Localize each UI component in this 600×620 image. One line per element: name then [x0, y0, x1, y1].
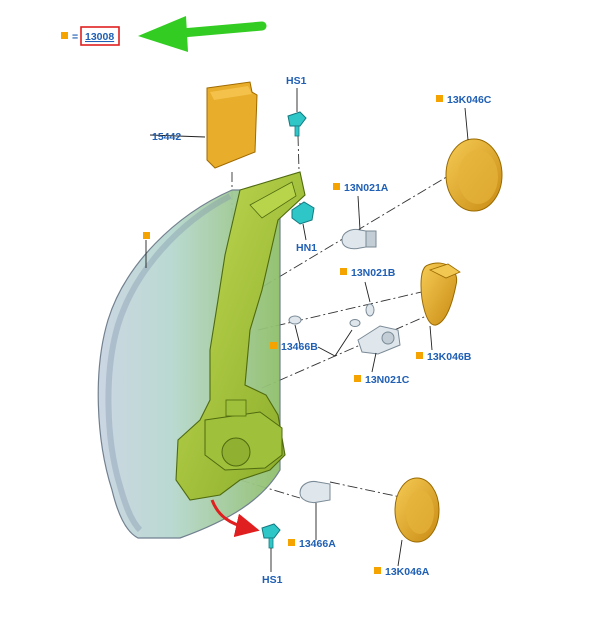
- screw-icon-hs1-top: [287, 88, 307, 137]
- label-15442: 15442: [152, 131, 181, 143]
- label-hs1-top: HS1: [286, 75, 307, 87]
- legend-equals: =: [72, 31, 78, 43]
- label-hn1: HN1: [296, 242, 317, 254]
- cap-13k046c: [445, 107, 503, 212]
- marker-housing: [143, 232, 150, 239]
- bulb-13466b: [288, 315, 361, 357]
- bulb-13n021c: [357, 325, 401, 373]
- highlight-box: [80, 26, 120, 46]
- marker-13n021a: [333, 183, 340, 190]
- bulb-13n021a: [341, 195, 377, 250]
- marker-13n021b: [340, 268, 347, 275]
- label-13k046b: 13K046B: [427, 351, 472, 363]
- label-13n021a: 13N021A: [344, 182, 389, 194]
- label-hs1-bottom: HS1: [262, 574, 283, 586]
- nut-hn1: [291, 201, 315, 241]
- part-labels: HS1 15442 13K046C 13N021A HN1 13N021B 13…: [143, 75, 492, 586]
- screw-icon-hs1-bottom: [261, 523, 281, 572]
- marker-13466a: [288, 539, 295, 546]
- label-13k046c: 13K046C: [447, 94, 492, 106]
- legend-marker: [61, 32, 68, 39]
- marker-13k046b: [416, 352, 423, 359]
- bulb-13466a: [299, 481, 331, 540]
- label-13n021c: 13N021C: [365, 374, 410, 386]
- label-13466b: 13466B: [281, 341, 318, 353]
- control-module-15442: [149, 81, 258, 169]
- label-13466a: 13466A: [299, 538, 336, 550]
- headlamp-housing: [97, 171, 306, 539]
- label-13k046a: 13K046A: [385, 566, 430, 578]
- bulb-13n021b: [364, 281, 375, 317]
- red-arrow-icon: [210, 499, 260, 538]
- green-arrow-icon: [138, 16, 267, 52]
- marker-13n021c: [354, 375, 361, 382]
- marker-13466b: [270, 342, 277, 349]
- marker-13k046c: [436, 95, 443, 102]
- legend-part-number[interactable]: 13008: [85, 31, 114, 43]
- cap-13k046a: [394, 477, 440, 567]
- label-13n021b: 13N021B: [351, 267, 396, 279]
- legend: = 13008: [61, 26, 120, 46]
- marker-13k046a: [374, 567, 381, 574]
- cap-13k046b: [420, 262, 461, 351]
